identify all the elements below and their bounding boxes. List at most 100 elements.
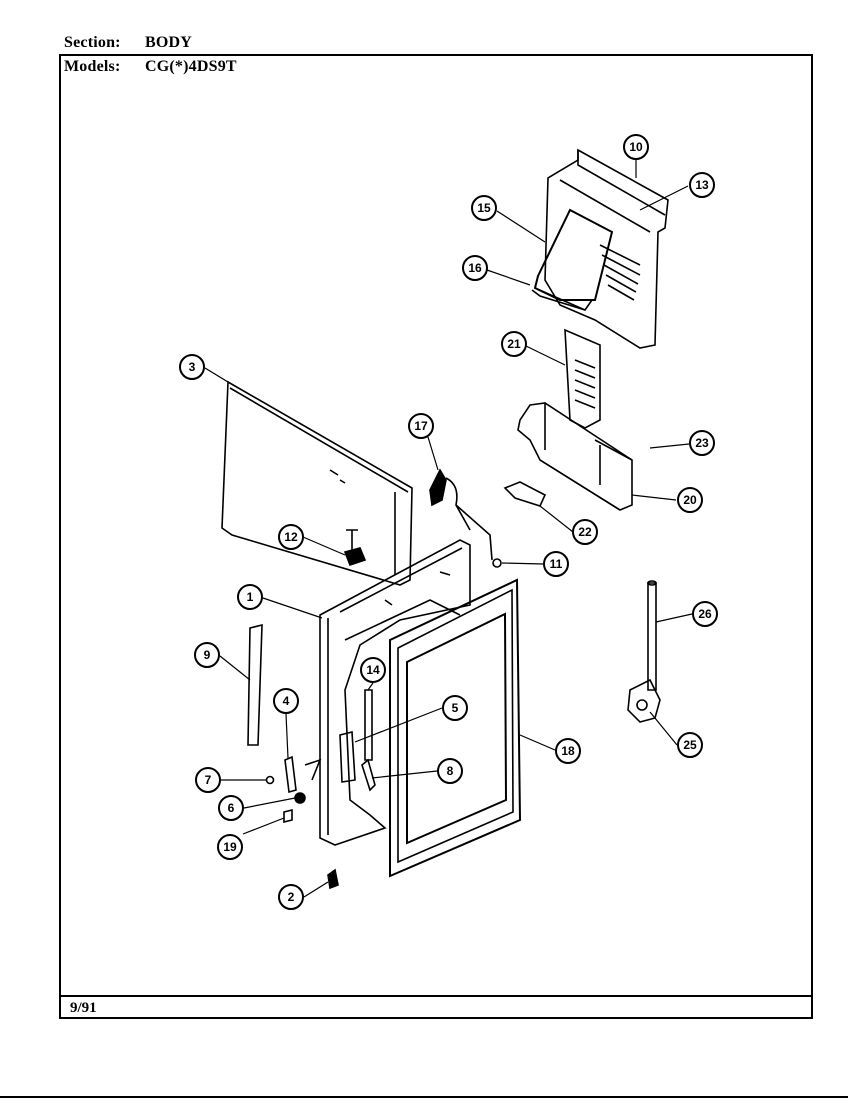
callout-number: 20 xyxy=(683,493,697,507)
callout-circle xyxy=(623,134,649,160)
callout-circle xyxy=(195,767,221,793)
callout-number: 23 xyxy=(695,436,709,450)
section-value: BODY xyxy=(145,34,193,51)
models-value: CG(*)4DS9T xyxy=(145,58,237,75)
callout-13: 13 xyxy=(689,172,715,198)
callout-22: 22 xyxy=(572,519,598,545)
callout-circle xyxy=(689,430,715,456)
callout-circle xyxy=(437,758,463,784)
callout-number: 3 xyxy=(189,360,196,374)
callout-number: 22 xyxy=(578,525,592,539)
callout-10: 10 xyxy=(623,134,649,160)
callout-circle xyxy=(278,884,304,910)
callout-number: 11 xyxy=(550,557,563,571)
leader-lines xyxy=(204,158,693,898)
part-26-rod xyxy=(647,580,657,691)
callout-6: 6 xyxy=(218,795,244,821)
callout-circle xyxy=(217,834,243,860)
callout-20: 20 xyxy=(677,487,703,513)
callout-2: 2 xyxy=(278,884,304,910)
callout-12: 12 xyxy=(278,524,304,550)
callout-number: 7 xyxy=(205,773,212,787)
callout-14: 14 xyxy=(360,657,386,683)
callout-circle xyxy=(278,524,304,550)
footer-divider xyxy=(59,995,813,997)
callout-circle xyxy=(360,657,386,683)
callout-9: 9 xyxy=(194,642,220,668)
callout-5: 5 xyxy=(442,695,468,721)
part-7-screw xyxy=(265,775,275,785)
page-bottom-rule xyxy=(0,1096,848,1098)
callout-number: 2 xyxy=(288,890,295,904)
callout-circle xyxy=(555,738,581,764)
callout-number: 1 xyxy=(247,590,254,604)
callout-number: 19 xyxy=(223,840,237,854)
callout-26: 26 xyxy=(692,601,718,627)
part-2-foot xyxy=(327,868,339,890)
part-4-hinge xyxy=(284,755,322,794)
callout-number: 10 xyxy=(629,140,643,154)
callout-number: 5 xyxy=(452,701,459,715)
callout-7: 7 xyxy=(195,767,221,793)
callout-number: 15 xyxy=(477,201,491,215)
callout-number: 14 xyxy=(366,663,380,677)
callout-11: 11 xyxy=(543,551,569,577)
part-22-connector xyxy=(503,481,547,507)
callout-circle xyxy=(237,584,263,610)
callout-circle xyxy=(692,601,718,627)
callout-number: 6 xyxy=(228,801,235,815)
callout-number: 17 xyxy=(414,419,428,433)
callout-25: 25 xyxy=(677,732,703,758)
callout-number: 18 xyxy=(561,744,575,758)
callout-number: 8 xyxy=(447,764,454,778)
section-label: Section: xyxy=(64,34,121,51)
part-3-side-panel xyxy=(221,380,413,586)
callout-circle xyxy=(408,413,434,439)
callout-circle xyxy=(471,195,497,221)
callout-circle xyxy=(543,551,569,577)
callout-circle xyxy=(218,795,244,821)
callout-number: 12 xyxy=(284,530,298,544)
callout-circle xyxy=(689,172,715,198)
callout-number: 25 xyxy=(683,738,697,752)
models-label: Models: xyxy=(64,58,121,75)
callout-circle xyxy=(442,695,468,721)
rear-panel-assembly xyxy=(531,148,669,349)
callout-18: 18 xyxy=(555,738,581,764)
callout-1: 1 xyxy=(237,584,263,610)
part-11-grommet xyxy=(492,558,502,568)
part-6-washer xyxy=(294,792,306,804)
callout-17: 17 xyxy=(408,413,434,439)
callout-number: 9 xyxy=(204,648,211,662)
callout-number: 16 xyxy=(468,261,482,275)
callout-circle xyxy=(677,487,703,513)
part-12-latch xyxy=(343,529,367,567)
footer-date: 9/91 xyxy=(70,1000,97,1016)
callout-19: 19 xyxy=(217,834,243,860)
part-9-hinge-strap xyxy=(247,623,263,746)
callout-21: 21 xyxy=(501,331,527,357)
callout-4: 4 xyxy=(273,688,299,714)
part-21-duct xyxy=(564,328,601,429)
callout-circle xyxy=(501,331,527,357)
callout-circle xyxy=(572,519,598,545)
callout-circle xyxy=(462,255,488,281)
part-17-thermostat xyxy=(429,468,493,561)
part-18-door xyxy=(389,578,522,878)
callout-circle xyxy=(179,354,205,380)
callout-number: 13 xyxy=(695,178,709,192)
callout-circle xyxy=(677,732,703,758)
diagram-frame xyxy=(59,54,813,1019)
callout-number: 26 xyxy=(698,607,712,621)
callout-number: 21 xyxy=(507,337,521,351)
callout-circle xyxy=(273,688,299,714)
part-19-bushing xyxy=(283,808,293,824)
callout-3: 3 xyxy=(179,354,205,380)
parts-14-5-8-latch-parts xyxy=(339,689,376,792)
part-20-tray xyxy=(517,402,633,511)
callout-circle xyxy=(194,642,220,668)
part-1-cabinet xyxy=(319,539,471,846)
callout-number: 4 xyxy=(283,694,290,708)
